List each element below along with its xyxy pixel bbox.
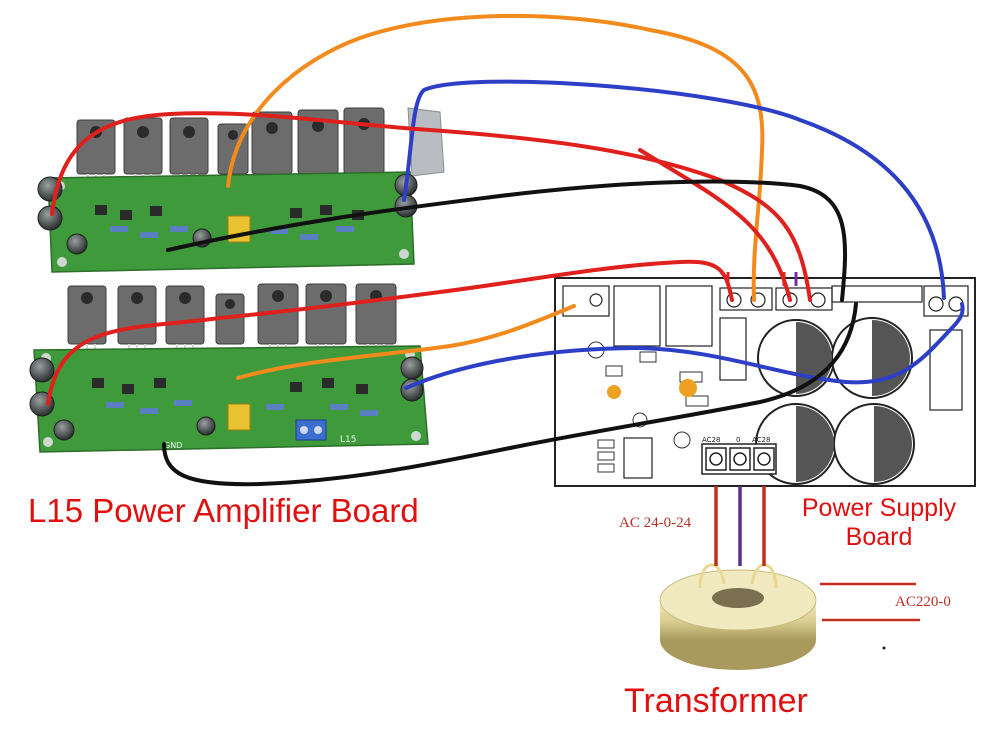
wire-orange-bottom bbox=[236, 304, 576, 380]
transformer-secondary-leads bbox=[714, 486, 766, 566]
psu-terminal-label-3: AC28 bbox=[752, 436, 770, 444]
power-supply-board: AC28 0 AC28 bbox=[554, 272, 976, 487]
toroidal-transformer bbox=[659, 563, 817, 670]
amplifier-board-bottom: L15 GND bbox=[29, 283, 429, 453]
wire-black-bottom bbox=[162, 302, 858, 487]
wire-red-top-2 bbox=[638, 148, 792, 302]
pcb-gnd-label: GND bbox=[164, 441, 182, 450]
psu-terminal-label-2: 0 bbox=[736, 436, 740, 444]
transformer-primary-leads bbox=[820, 582, 920, 622]
amp-pcb-bottom bbox=[33, 345, 429, 453]
power-transistors-bottom bbox=[67, 283, 397, 345]
psu-terminal-label-1: AC28 bbox=[702, 436, 720, 444]
wire-blue-bottom bbox=[404, 302, 965, 390]
ac-primary-label: AC220-0 bbox=[895, 594, 951, 610]
psu-caption-line1: Power Supply bbox=[801, 494, 957, 522]
wires bbox=[46, 13, 965, 487]
amp-board-caption: L15 Power Amplifier Board bbox=[28, 492, 419, 529]
psu-board-caption: Power Supply Board bbox=[772, 494, 986, 552]
ac-terminal-block bbox=[701, 443, 777, 475]
ac-secondary-label: AC 24-0-24 bbox=[619, 515, 692, 531]
wire-red-bottom bbox=[46, 259, 734, 406]
input-connector bbox=[295, 419, 327, 441]
pcb-model-label: L15 bbox=[340, 435, 356, 445]
wire-red-top bbox=[50, 111, 812, 302]
wire-blue-top bbox=[402, 79, 946, 300]
psu-caption-line2: Board bbox=[845, 523, 913, 551]
wire-black-top bbox=[166, 179, 848, 302]
transformer-caption: Transformer bbox=[624, 682, 808, 720]
